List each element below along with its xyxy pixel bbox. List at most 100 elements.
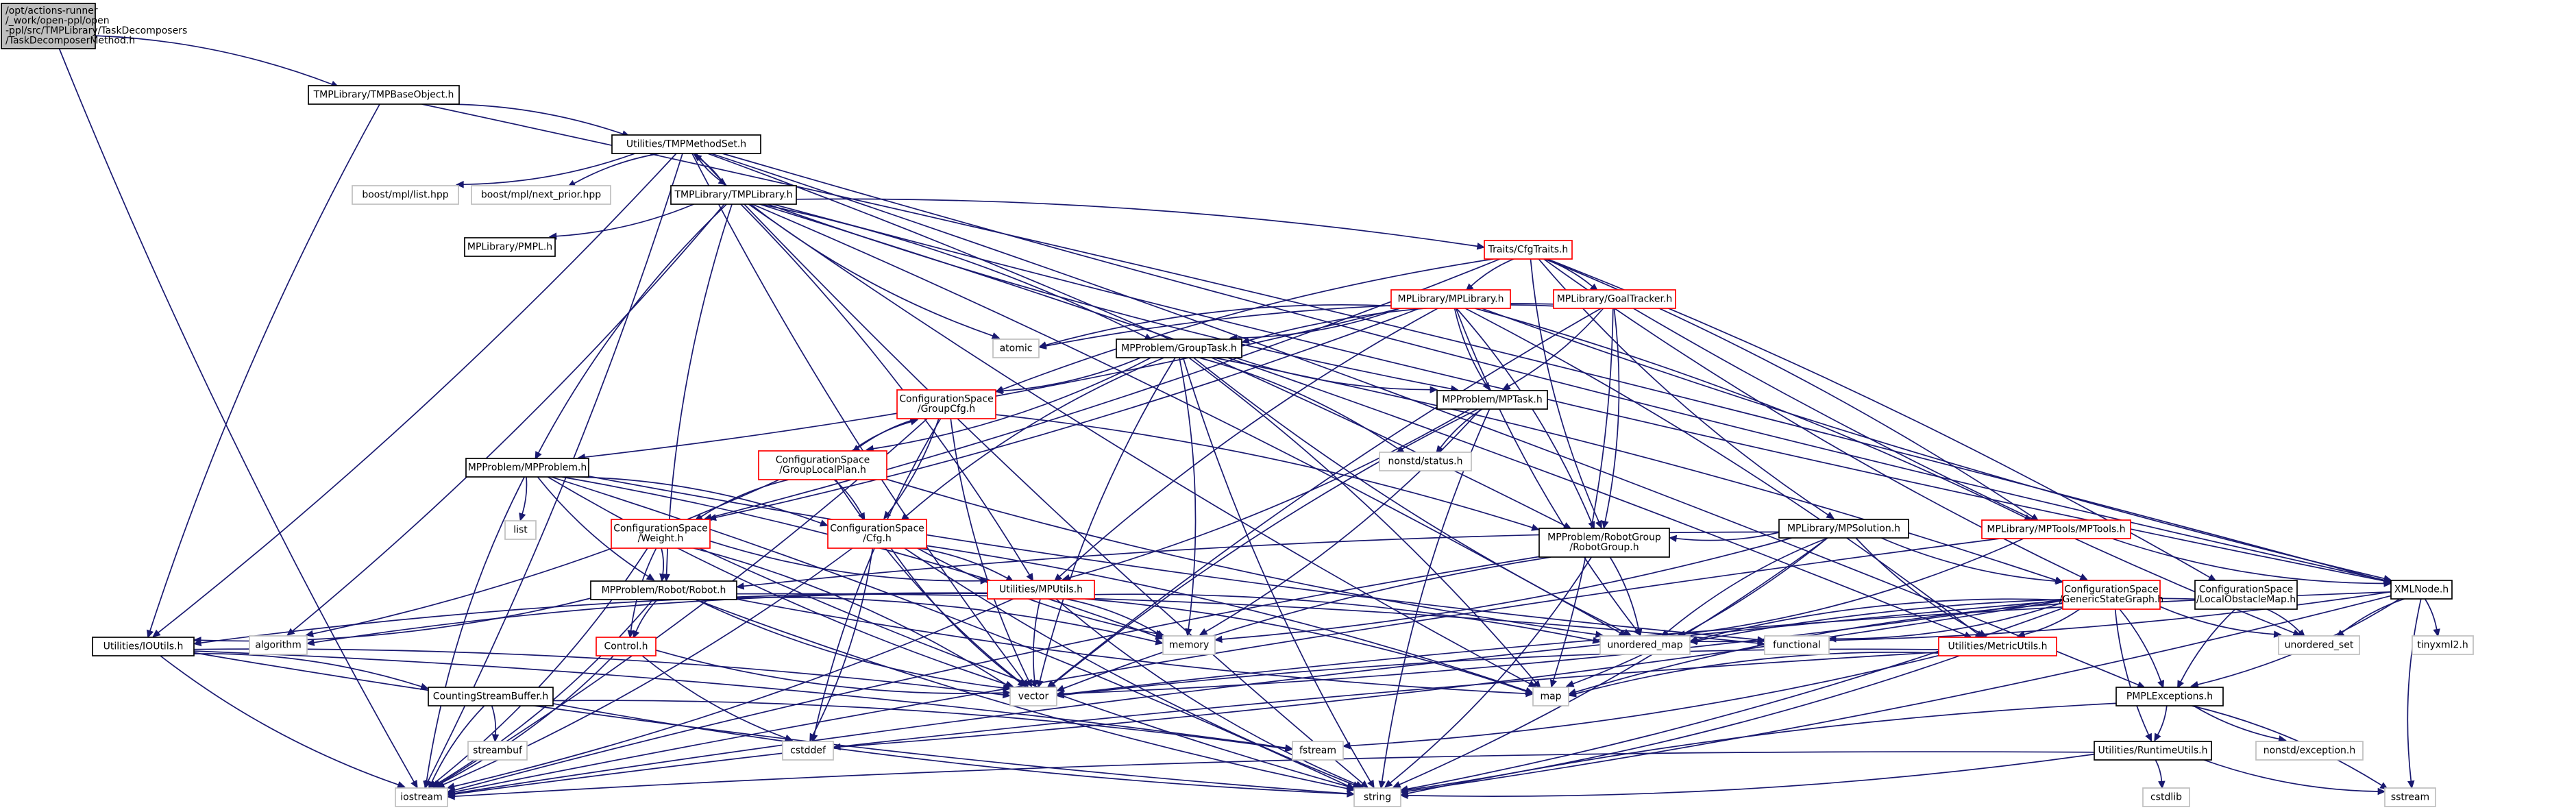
node-map[interactable]: map (1532, 687, 1569, 706)
node-tmplibrary[interactable]: TMPLibrary/TMPLibrary.h (670, 185, 797, 205)
dependency-edge (2424, 598, 2440, 637)
node-fstream[interactable]: fstream (1292, 741, 1344, 761)
node-tmpbaseobject[interactable]: TMPLibrary/TMPBaseObject.h (308, 85, 460, 105)
edge-line (585, 308, 1401, 458)
edge-arrowhead (633, 630, 640, 639)
node-tmpmethodset[interactable]: Utilities/TMPMethodSet.h (611, 134, 761, 154)
node-goaltracker[interactable]: MPLibrary/GoalTracker.h (1553, 289, 1676, 309)
node-atomic[interactable]: atomic (992, 339, 1040, 358)
edge-line (926, 545, 1527, 691)
node-metricutils[interactable]: Utilities/MetricUtils.h (1938, 637, 2057, 656)
node-countingstreambuffer[interactable]: CountingStreamBuffer.h (428, 687, 554, 706)
edge-line (748, 204, 1530, 685)
edge-line (1179, 357, 1197, 630)
node-nonstd_exception[interactable]: nonstd/exception.h (2255, 741, 2364, 761)
node-weight[interactable]: ConfigurationSpace/Weight.h (611, 519, 711, 549)
edge-arrowhead (305, 630, 314, 637)
dependency-edge (423, 476, 525, 789)
node-box (1353, 787, 1401, 807)
dependency-edge (160, 655, 406, 789)
node-cfgtraits[interactable]: Traits/CfgTraits.h (1484, 240, 1573, 260)
edge-line (1085, 598, 1527, 692)
node-unordered_map[interactable]: unordered_map (1599, 635, 1691, 655)
edge-line (292, 204, 725, 632)
node-sstream[interactable]: sstream (2384, 787, 2436, 807)
node-label: Control.h (604, 641, 648, 652)
dependency-edge (2203, 759, 2386, 796)
node-mplibrary[interactable]: MPLibrary/MPLibrary.h (1390, 289, 1511, 309)
edge-arrowhead (397, 781, 406, 789)
node-cfg[interactable]: ConfigurationSpace/Cfg.h (827, 519, 927, 549)
dependency-edge (432, 655, 614, 788)
edge-arrowhead (1214, 635, 1223, 643)
dependency-edge (809, 548, 874, 742)
edge-line (149, 103, 380, 632)
node-tinyxml2[interactable]: tinyxml2.h (2412, 635, 2474, 655)
dependency-edge (694, 479, 789, 521)
dependency-edge (1465, 258, 1514, 292)
node-algorithm[interactable]: algorithm (249, 635, 308, 655)
edge-line (1835, 602, 2063, 640)
edge-line (696, 153, 1363, 784)
node-groupcfg[interactable]: ConfigurationSpace/GroupCfg.h (896, 389, 996, 419)
edge-line (1063, 598, 2063, 695)
edge-line (768, 204, 1452, 390)
node-genericstategraph[interactable]: ConfigurationSpace/GenericStateGraph.h (2059, 580, 2163, 610)
edge-arrowhead (1525, 689, 1534, 698)
node-grouplocalplan[interactable]: ConfigurationSpace/GroupLocalPlan.h (758, 450, 887, 480)
node-mptools[interactable]: MPLibrary/MPTools/MPTools.h (1981, 519, 2131, 539)
node-iotutils[interactable]: Utilities/IOUtils.h (92, 637, 195, 656)
dependency-edge (2119, 608, 2165, 689)
node-xmlnode[interactable]: XMLNode.h (2390, 580, 2453, 600)
node-iostream[interactable]: iostream (395, 787, 448, 807)
edge-line (2193, 705, 2279, 740)
node-runtimeutils[interactable]: Utilities/RuntimeUtils.h (2094, 741, 2212, 761)
node-pmpl[interactable]: MPLibrary/PMPL.h (464, 237, 556, 257)
node-box (465, 458, 589, 478)
node-mpsolution[interactable]: MPLibrary/MPSolution.h (1778, 519, 1909, 539)
edge-line (1235, 357, 1431, 391)
node-box (670, 185, 797, 205)
node-cstdlib[interactable]: cstdlib (2142, 787, 2190, 807)
node-control[interactable]: Control.h (596, 637, 657, 656)
node-box (2390, 580, 2453, 600)
dependency-edge (446, 600, 2063, 797)
node-list[interactable]: list (504, 520, 537, 540)
edge-arrowhead (1342, 741, 1351, 750)
node-string[interactable]: string (1353, 787, 1401, 807)
node-mpl_next[interactable]: boost/mpl/next_prior.hpp (471, 185, 611, 205)
edge-line (2180, 608, 2236, 682)
node-label: ConfigurationSpace (899, 394, 994, 405)
node-localobstaclemap[interactable]: ConfigurationSpace/LocalObstacleMap.h (2194, 580, 2298, 610)
node-grouptask[interactable]: MPProblem/GroupTask.h (1116, 339, 1242, 358)
edge-arrowhead (1602, 520, 1609, 529)
edge-line (772, 204, 2385, 582)
node-streambuf[interactable]: streambuf (467, 741, 528, 761)
dependency-edge (1094, 593, 1601, 644)
node-label: Utilities/TMPMethodSet.h (626, 138, 746, 149)
edge-arrowhead (491, 734, 500, 743)
node-robotgroup[interactable]: MPProblem/RobotGroup/RobotGroup.h (1538, 528, 1670, 558)
node-vector[interactable]: vector (1009, 687, 1057, 706)
node-cstddef[interactable]: cstddef (782, 741, 834, 761)
node-box (2384, 787, 2436, 807)
node-memory[interactable]: memory (1162, 635, 1216, 655)
edge-line (431, 705, 485, 783)
dependency-edge (740, 204, 1034, 582)
node-box (467, 741, 528, 761)
edge-arrowhead (1595, 519, 1602, 529)
node-robot[interactable]: MPProblem/Robot/Robot.h (590, 580, 737, 600)
dependency-edge (1241, 304, 1554, 344)
node-functional[interactable]: functional (1764, 635, 1830, 655)
node-mputils[interactable]: Utilities/MPUtils.h (987, 580, 1095, 600)
node-mpl_list[interactable]: boost/mpl/list.hpp (352, 185, 459, 205)
node-label: cstddef (790, 745, 826, 756)
node-nonstd_status[interactable]: nonstd/status.h (1379, 452, 1472, 471)
node-box (1116, 339, 1242, 358)
node-mpproblem[interactable]: MPProblem/MPProblem.h (465, 458, 589, 478)
node-unordered_set[interactable]: unordered_set (2278, 635, 2360, 655)
node-root[interactable]: /opt/actions-runner/_work/open-ppl/open-… (1, 3, 187, 49)
node-label: /LocalObstacleMap.h (2196, 594, 2296, 605)
node-pmplexceptions[interactable]: PMPLExceptions.h (2115, 687, 2224, 706)
node-mptask[interactable]: MPProblem/MPTask.h (1436, 390, 1548, 410)
